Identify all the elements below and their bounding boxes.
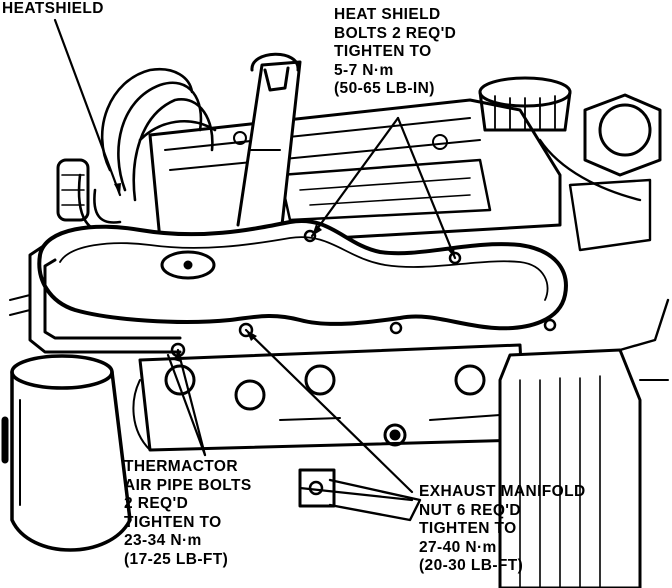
callout-line: (17-25 LB-FT) xyxy=(124,550,229,568)
heat-shield-bolts-callout: HEAT SHIELD BOLTS 2 REQ'D TIGHTEN TO 5-7… xyxy=(334,6,456,99)
callout-line: EXHAUST MANIFOLD xyxy=(419,483,586,500)
callout-line: NUT 6 REQ'D xyxy=(419,501,521,519)
leader-bolts-left xyxy=(310,116,400,238)
callout-line: TIGHTEN TO xyxy=(334,43,432,61)
callout-line: AIR PIPE BOLTS xyxy=(124,476,252,494)
callout-line: THERMACTOR xyxy=(124,458,238,475)
callout-line: (20-30 LB-FT) xyxy=(419,557,524,575)
leader-thermactor-2 xyxy=(166,353,207,457)
leader-bolts-right xyxy=(396,116,457,260)
callout-line: 2 REQ'D xyxy=(124,495,189,513)
callout-line: 27-40 N·m xyxy=(419,538,497,556)
callout-line: HEATSHIELD xyxy=(2,0,104,17)
leader-lines xyxy=(53,18,457,502)
lifting-bracket xyxy=(236,52,302,227)
callout-line: BOLTS 2 REQ'D xyxy=(334,24,457,42)
heat-shield xyxy=(37,218,568,338)
spark-plug-wires xyxy=(56,67,217,233)
leader-exhaust-2 xyxy=(298,486,414,502)
air-cleaner xyxy=(478,76,662,252)
oil-filter xyxy=(1,354,132,552)
valve-cover xyxy=(148,98,562,242)
thermactor-air-pipe xyxy=(9,243,186,358)
callout-line: (50-65 LB-IN) xyxy=(334,80,435,98)
callout-line: 5-7 N·m xyxy=(334,61,394,79)
exhaust-manifold-callout: EXHAUST MANIFOLD NUT 6 REQ'D TIGHTEN TO … xyxy=(419,483,586,576)
alternator xyxy=(498,298,670,588)
callout-line: 23-34 N·m xyxy=(124,532,202,550)
heatshield-callout: HEATSHIELD xyxy=(2,0,104,19)
leader-thermactor-1 xyxy=(176,348,207,457)
callout-line: HEAT SHIELD xyxy=(334,6,441,23)
callout-line: TIGHTEN TO xyxy=(124,513,222,531)
callout-line: TIGHTEN TO xyxy=(419,520,517,538)
leader-arrowheads xyxy=(114,183,455,362)
leader-exhaust-1 xyxy=(244,328,414,494)
leader-heatshield xyxy=(53,18,122,197)
thermactor-bolts-callout: THERMACTOR AIR PIPE BOLTS 2 REQ'D TIGHTE… xyxy=(124,458,252,570)
